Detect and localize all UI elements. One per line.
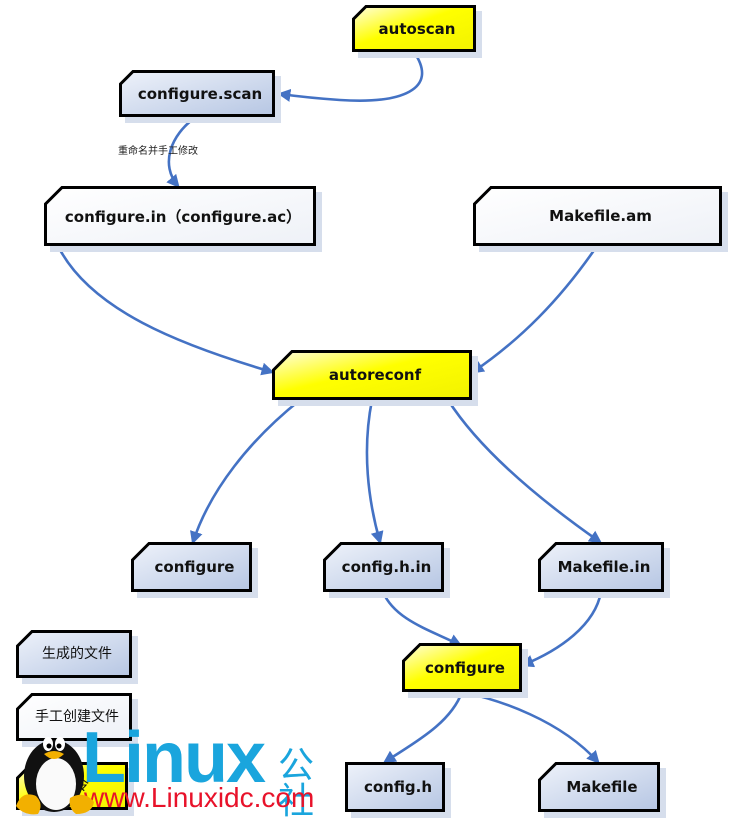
- node-label: Makefile.am: [549, 207, 652, 225]
- legend-generated-file: 生成的文件: [16, 630, 138, 684]
- node-makefile[interactable]: Makefile: [538, 762, 666, 818]
- node-label: autoscan: [378, 19, 456, 38]
- watermark-brand: Linux: [82, 718, 266, 798]
- node-configure-in[interactable]: configure.in（configure.ac）: [44, 186, 322, 252]
- legend-shape: [16, 693, 132, 741]
- edge-autoscan-to-configure-scan: [277, 51, 424, 102]
- node-configure-generated[interactable]: configure: [131, 542, 258, 598]
- edge-autoreconf-to-configure: [190, 398, 301, 545]
- watermark-brand-cn: 公社: [278, 745, 315, 822]
- node-label: configure: [425, 658, 505, 677]
- node-config-h-in[interactable]: config.h.in: [323, 542, 450, 598]
- legend-shape: [16, 630, 132, 678]
- node-shape: [119, 70, 275, 117]
- node-makefile-in[interactable]: Makefile.in: [538, 542, 670, 598]
- edge-autoreconf-to-config-h-in: [365, 399, 384, 545]
- node-shape: [131, 542, 252, 592]
- node-shape: [352, 5, 476, 52]
- edge-autoreconf-to-makefile-in: [446, 399, 603, 544]
- edge-configure-to-makefile: [461, 690, 600, 764]
- node-label: Makefile: [566, 778, 638, 796]
- node-shape: [538, 762, 660, 812]
- edge-makefile-am-to-autoreconf: [470, 245, 599, 374]
- legend-manual-file: 手工创建文件: [16, 693, 138, 747]
- edge-configure-to-config-h: [382, 691, 464, 764]
- node-label: configure.in（configure.ac）: [64, 207, 302, 226]
- node-shape: [402, 643, 522, 692]
- edge-label-rename: 重命名并手工修改: [118, 146, 198, 157]
- watermark-url: www.Linuxidc.com: [84, 782, 315, 813]
- node-shape: [44, 186, 316, 246]
- node-config-h[interactable]: config.h: [345, 762, 451, 818]
- node-label: config.h: [363, 778, 433, 796]
- node-shape: [323, 542, 444, 592]
- node-configure-command[interactable]: configure: [402, 643, 528, 698]
- node-label: Makefile.in: [557, 558, 651, 576]
- node-label: configure.scan: [137, 84, 263, 103]
- node-label: configure: [154, 558, 235, 576]
- legend-label: 生成的文件: [42, 645, 112, 662]
- node-label: autoreconf: [328, 366, 422, 384]
- node-shape: [272, 350, 472, 400]
- legend-label: 手工创建文件: [35, 708, 119, 725]
- tux-penguin-icon: [16, 737, 94, 815]
- edge-makefile-in-to-configure: [520, 591, 603, 668]
- edge-configure-in-to-autoreconf: [56, 245, 275, 376]
- node-shape: [345, 762, 445, 812]
- node-configure-scan[interactable]: configure.scan: [119, 70, 281, 123]
- node-autoreconf[interactable]: autoreconf: [272, 350, 478, 406]
- node-shape: [538, 542, 664, 592]
- edge-config-h-in-to-configure: [381, 591, 463, 647]
- node-shape: [473, 186, 722, 246]
- node-label: config.h.in: [341, 558, 432, 576]
- node-makefile-am[interactable]: Makefile.am: [473, 186, 728, 252]
- node-autoscan[interactable]: autoscan: [352, 5, 482, 58]
